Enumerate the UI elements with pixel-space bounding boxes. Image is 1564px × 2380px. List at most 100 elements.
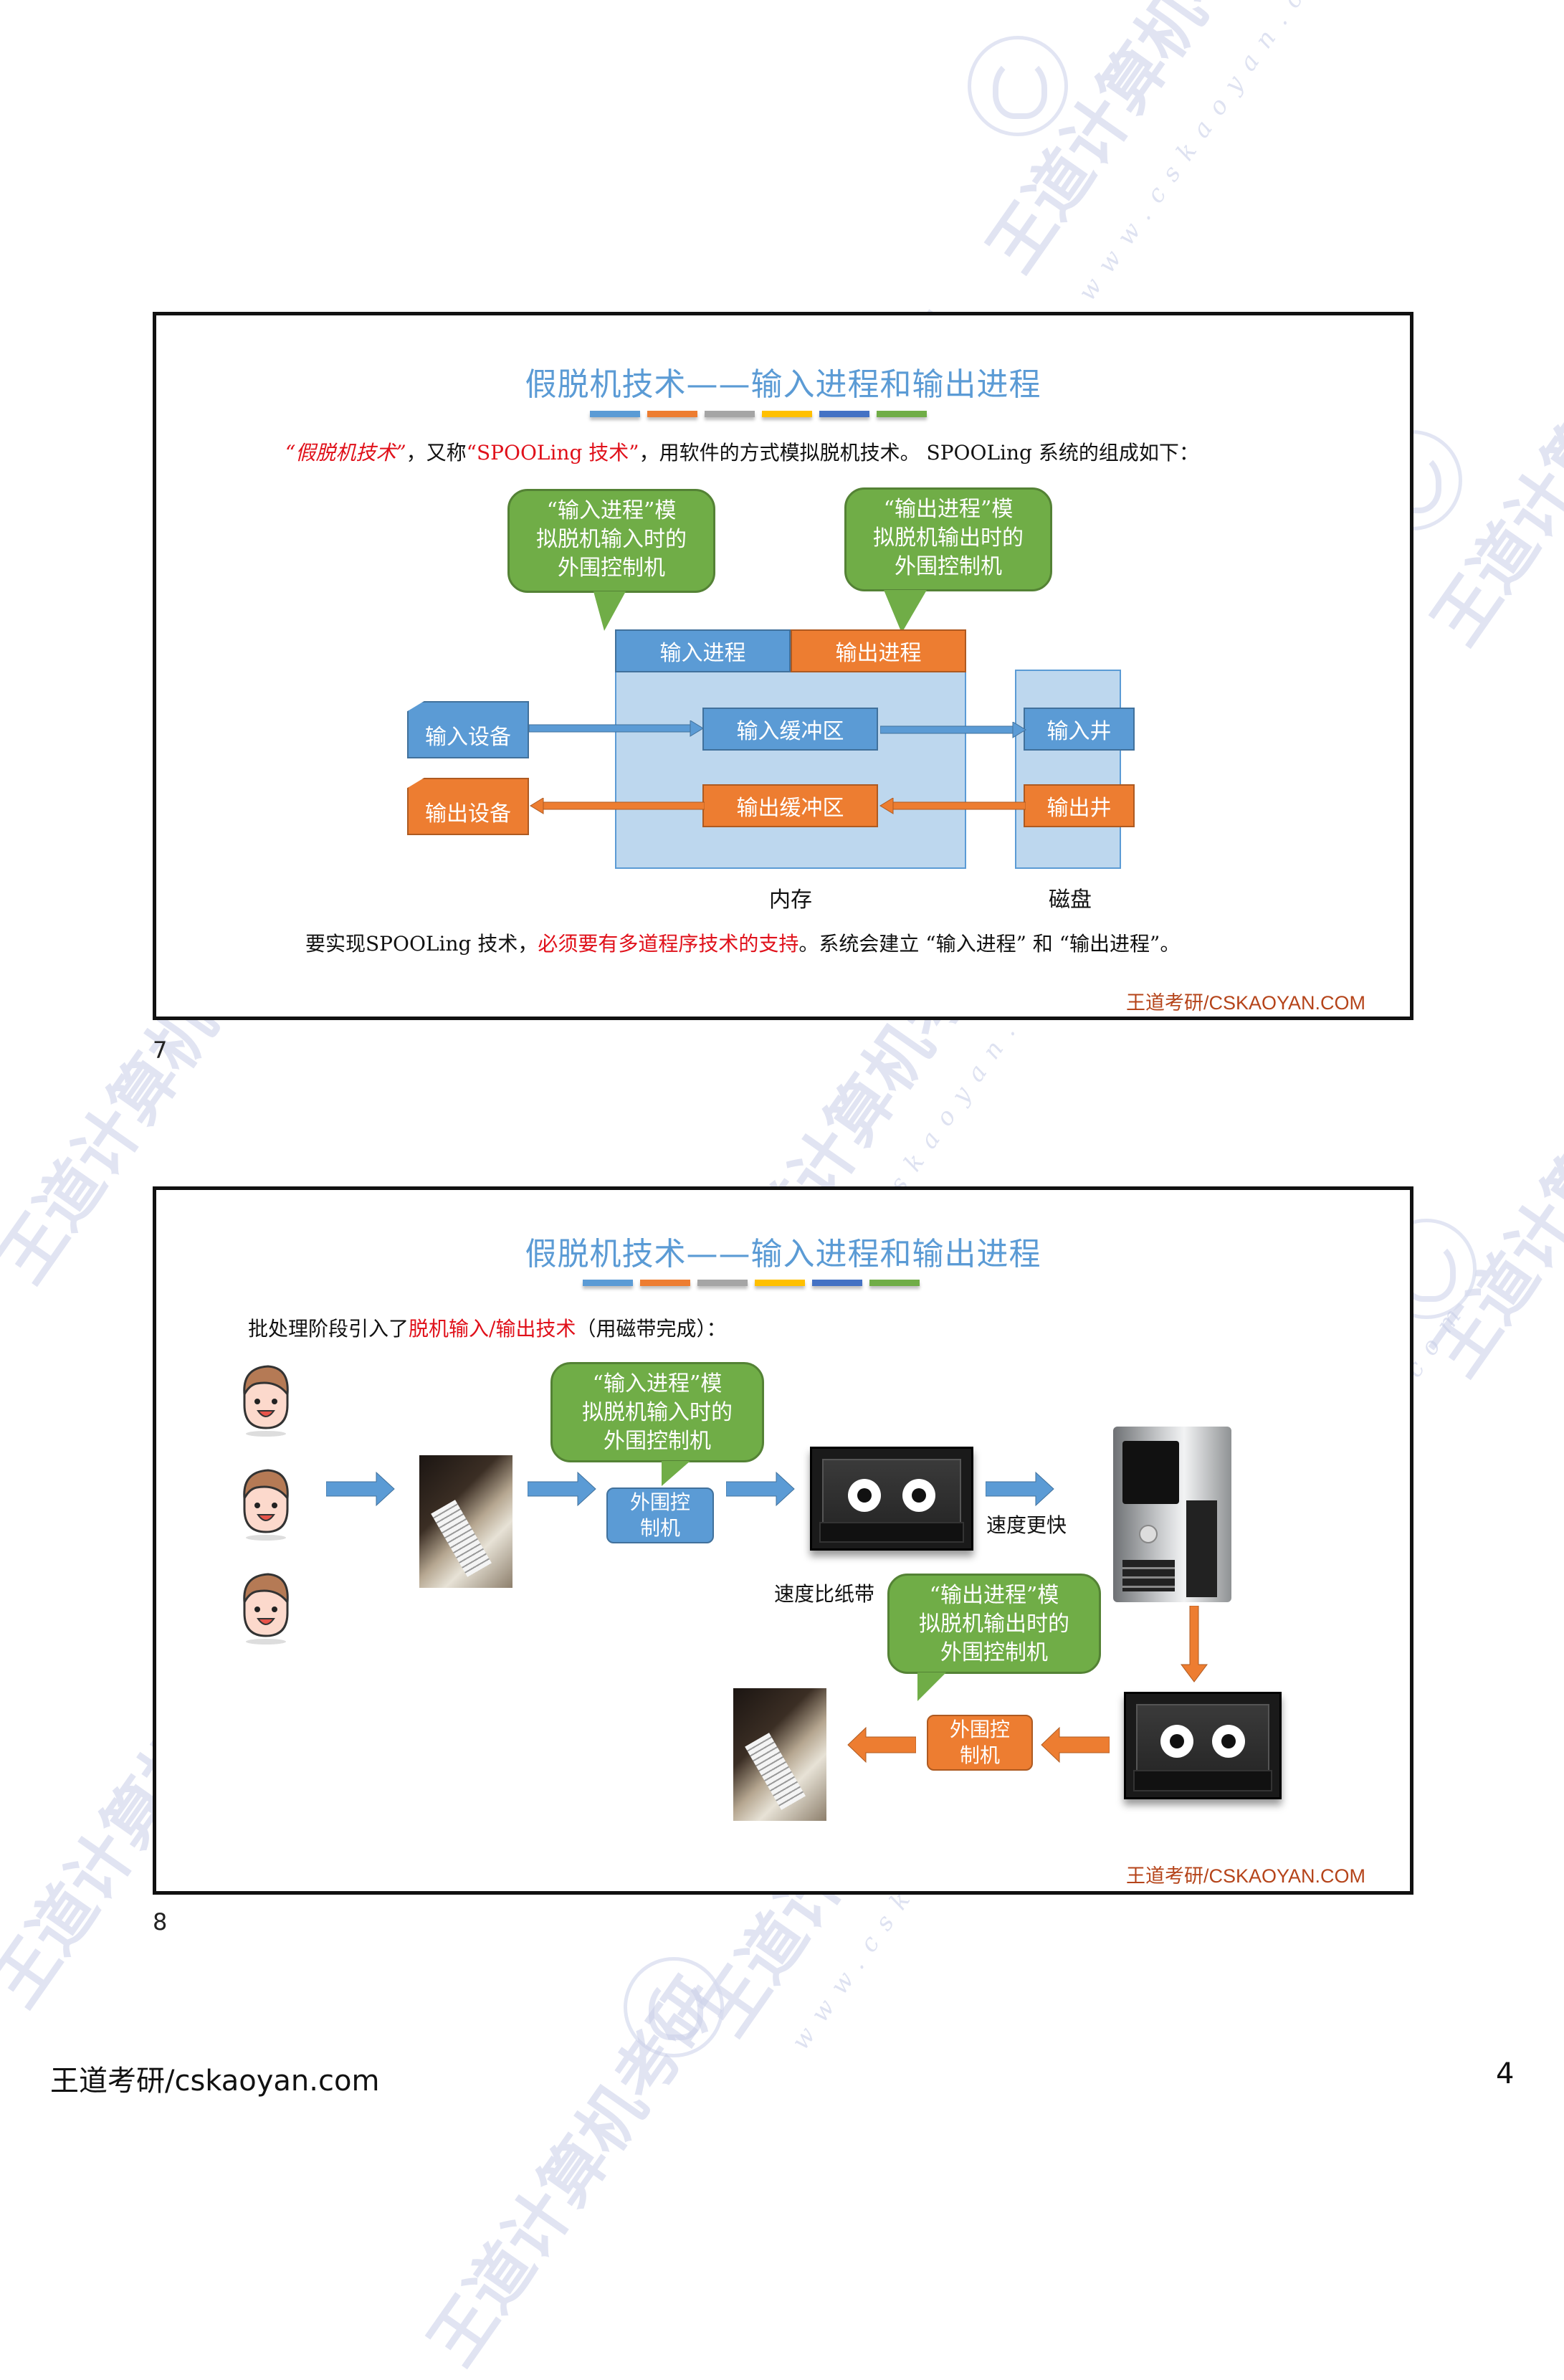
color-swatch (590, 411, 640, 417)
tape-reel-icon (1212, 1725, 1245, 1758)
term-spooling-cn: “假脱机技术” (285, 441, 406, 465)
callout-line: 外围控制机 (604, 1429, 711, 1454)
color-swatch (647, 411, 697, 417)
conclusion-part: 。系统会建立 “输入进程” 和 “输出进程”。 (798, 932, 1181, 956)
page-footer-brand: 王道考研/cskaoyan.com (50, 2065, 380, 2098)
callout-line: “输入进程”模 (592, 1371, 723, 1396)
tape-drive-icon (1124, 1692, 1282, 1799)
watermark-seal-icon (968, 36, 1068, 136)
output-controller-box: 外围控 制机 (927, 1715, 1033, 1771)
watermark-text: 王道计算机考研 (1418, 244, 1564, 659)
conclusion-text: 要实现SPOOLing 技术，必须要有多道程序技术的支持。系统会建立 “输入进程… (305, 928, 1180, 957)
color-swatch (755, 1280, 805, 1286)
arrow-buffer-to-device (530, 798, 705, 814)
term-spooling: “SPOOLing 技术” (466, 441, 639, 465)
user-face-icon (243, 1469, 289, 1541)
controller-line: 制机 (639, 1516, 680, 1540)
tape-window (822, 1459, 961, 1532)
intro-text-part: 批处理阶段引入了 (248, 1317, 409, 1341)
output-process-box: 输出进程 (791, 629, 966, 672)
callout-line: “输出进程”模 (929, 1583, 1059, 1608)
tape-speed-label: 速度比纸带 (774, 1582, 875, 1606)
callout-line: 外围控制机 (895, 554, 1002, 579)
controller-line: 外围控 (629, 1490, 690, 1514)
callout-line: 拟脱机输出时的 (919, 1612, 1069, 1637)
tape-drive-icon (810, 1447, 973, 1551)
callout-input-process: “输入进程”模 拟脱机输入时的 外围控制机 (550, 1362, 764, 1462)
output-well: 输出井 (1024, 784, 1135, 827)
page-number: 4 (1496, 2057, 1515, 2090)
callout-line: “输出进程”模 (883, 497, 1014, 522)
disk-label: 磁盘 (1049, 887, 1092, 913)
color-swatch (819, 411, 869, 417)
callout-line: 拟脱机输入时的 (536, 527, 687, 552)
slide-number: 7 (153, 1037, 168, 1064)
slide-title: 假脱机技术——输入进程和输出进程 (525, 366, 1041, 403)
intro-text: “假脱机技术”，又称“SPOOLing 技术”，用软件的方式模拟脱机技术。 SP… (285, 437, 1199, 466)
callout-line: “输入进程”模 (546, 498, 677, 523)
color-swatch (705, 411, 755, 417)
color-swatch (583, 1280, 633, 1286)
watermark-seal-icon (624, 1957, 724, 2057)
arrow-right-icon (528, 1471, 596, 1507)
arrow-right-icon (726, 1471, 795, 1507)
color-swatch (812, 1280, 862, 1286)
callout-tail (662, 1461, 690, 1486)
arrow-right-icon (326, 1471, 395, 1507)
pc-side-panel (1186, 1500, 1218, 1597)
color-bar (583, 1280, 920, 1286)
intro-text-part: （用磁带完成）： (576, 1317, 727, 1341)
intro-text-part: ，用软件的方式模拟脱机技术。 SPOOLing 系统的组成如下： (639, 441, 1199, 465)
tape-slot (819, 1521, 964, 1543)
pc-power-button (1139, 1525, 1158, 1544)
watermark-url: www.cskaoyan.com (1072, 0, 1353, 306)
callout-output-process: “输出进程”模 拟脱机输出时的 外围控制机 (844, 487, 1052, 591)
callout-line: 外围控制机 (940, 1640, 1048, 1665)
arrow-buffer-to-well (880, 722, 1026, 738)
controller-line: 外围控 (949, 1718, 1010, 1741)
slide-title: 假脱机技术——输入进程和输出进程 (525, 1236, 1041, 1272)
color-swatch (877, 411, 927, 417)
callout-line: 拟脱机输出时的 (873, 525, 1024, 551)
slide-7: 假脱机技术——输入进程和输出进程 “假脱机技术”，又称“SPOOLing 技术”… (153, 312, 1413, 1020)
arrow-left-icon (1041, 1726, 1110, 1763)
tape-window (1136, 1704, 1269, 1779)
controller-line: 制机 (959, 1743, 1000, 1767)
slide-brand: 王道考研/CSKAOYAN.COM (1125, 992, 1365, 1014)
pc-grill (1122, 1560, 1175, 1592)
arrow-left-icon (847, 1726, 916, 1763)
intro-text: 批处理阶段引入了脱机输入/输出技术（用磁带完成）： (248, 1313, 726, 1342)
tape-reel-icon (848, 1478, 881, 1512)
slide-brand: 王道考研/CSKAOYAN.COM (1125, 1865, 1365, 1887)
output-device: 输出设备 (407, 778, 529, 835)
watermark-text: 王道计算机考研 (1418, 976, 1564, 1390)
callout-tail (917, 1672, 946, 1701)
color-swatch (869, 1280, 920, 1286)
input-buffer: 输入缓冲区 (702, 708, 878, 751)
callout-line: 拟脱机输入时的 (582, 1400, 733, 1425)
user-face-icon (243, 1365, 289, 1437)
disk-region (1015, 670, 1121, 869)
conclusion-highlight: 必须要有多道程序技术的支持 (538, 932, 799, 956)
paper-tape-machine-image (733, 1688, 826, 1821)
memory-region (615, 670, 966, 869)
input-process-box: 输入进程 (615, 629, 791, 672)
arrow-device-to-buffer (529, 720, 704, 737)
conclusion-part: 要实现SPOOLing 技术， (305, 932, 538, 956)
callout-tail (884, 590, 927, 633)
slide-number: 8 (153, 1908, 168, 1936)
term-offline-io: 脱机输入/输出技术 (409, 1317, 576, 1341)
watermark-text: 王道计算机考研 (973, 0, 1294, 286)
tape-slot (1133, 1770, 1272, 1791)
paper-tape-machine-image (419, 1455, 512, 1588)
input-well: 输入井 (1024, 708, 1135, 751)
color-swatch (640, 1280, 690, 1286)
output-buffer: 输出缓冲区 (702, 784, 878, 827)
tape-reel-icon (1160, 1725, 1193, 1758)
callout-line: 外围控制机 (558, 556, 665, 581)
tape-reel-icon (902, 1478, 935, 1512)
input-device: 输入设备 (407, 701, 529, 758)
callout-output-process: “输出进程”模 拟脱机输出时的 外围控制机 (887, 1574, 1101, 1674)
callout-tail (593, 591, 626, 631)
arrow-down-icon (1181, 1606, 1208, 1682)
